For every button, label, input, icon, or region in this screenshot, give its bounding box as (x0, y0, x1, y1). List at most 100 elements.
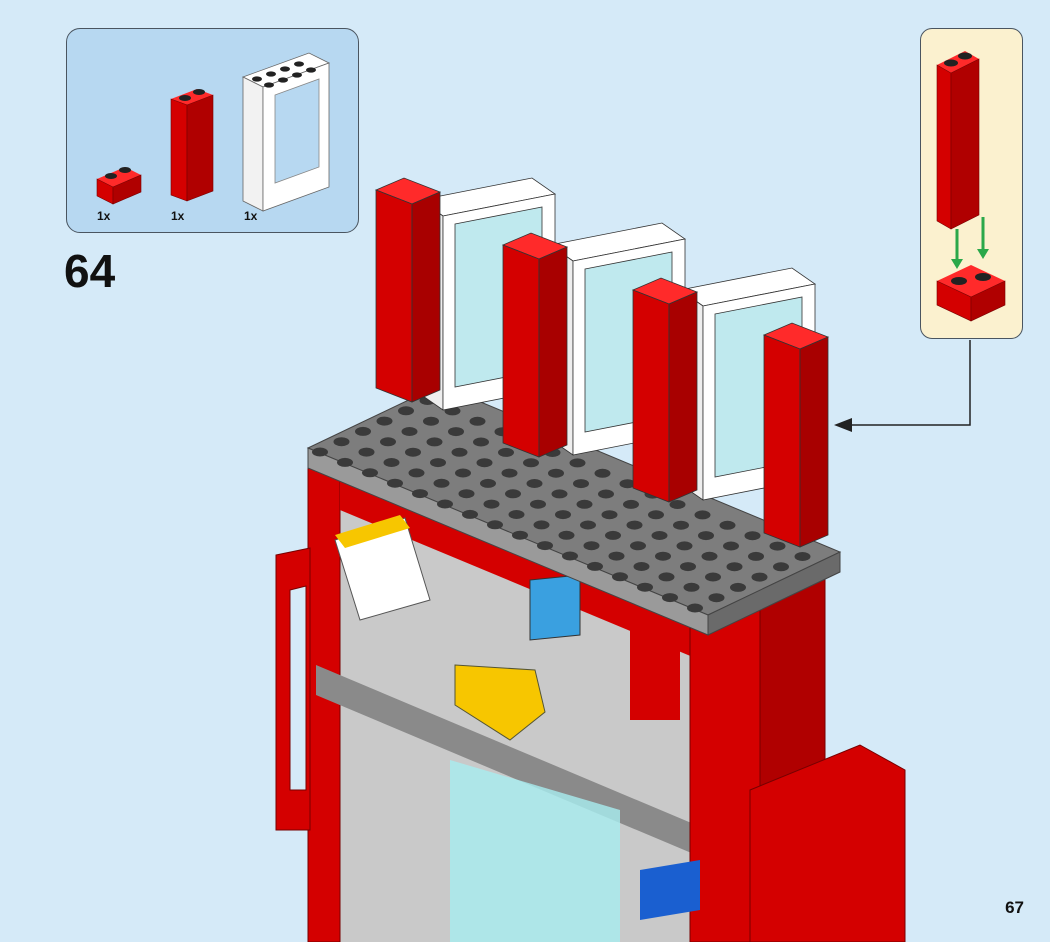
stud (694, 510, 711, 520)
stud (426, 437, 443, 447)
stud (412, 489, 428, 499)
stud (312, 447, 328, 457)
red-brick-1x2-icon (96, 167, 142, 205)
stud (333, 437, 350, 447)
stud (605, 530, 621, 540)
part-quantity: 1x (171, 209, 185, 223)
stud (487, 520, 503, 530)
stud (680, 562, 696, 572)
stud (469, 416, 486, 426)
stud (533, 520, 550, 530)
red-column-side (375, 189, 413, 403)
stud (794, 552, 811, 561)
stud (523, 458, 539, 468)
stud (512, 530, 528, 540)
step-number: 64 (64, 245, 116, 297)
stud (555, 510, 571, 520)
parts-list-box: 1x 1x 1x (66, 28, 359, 233)
stud (601, 510, 618, 520)
stud (558, 530, 575, 540)
stud (598, 489, 614, 499)
stud (573, 479, 589, 489)
stud (337, 457, 353, 467)
stud (562, 551, 578, 561)
red-column-front (411, 191, 441, 403)
stud (455, 468, 471, 478)
stud (458, 489, 475, 499)
stud (594, 468, 611, 478)
stud (612, 572, 628, 582)
stud (773, 562, 789, 572)
stud (548, 468, 564, 478)
stud (683, 582, 700, 592)
stud (708, 593, 725, 603)
green-arrow-icon (951, 217, 989, 269)
callout-pointer-arrow (834, 340, 971, 432)
stud (619, 479, 636, 489)
part-quantity: 1x (244, 209, 258, 223)
page-number: 67 (1005, 898, 1024, 917)
stud (751, 572, 768, 582)
stud (719, 520, 736, 530)
stud (408, 468, 425, 478)
stud (433, 478, 450, 488)
stud (355, 426, 371, 436)
stud (655, 551, 671, 561)
stud (637, 582, 653, 592)
stud (476, 458, 493, 468)
stud (676, 541, 693, 551)
stud (451, 447, 468, 457)
stud (569, 458, 586, 468)
stud (723, 541, 739, 551)
stud (726, 562, 743, 572)
white-window-frame-icon (241, 52, 331, 212)
stud (430, 458, 446, 468)
top-gray-plate (306, 384, 842, 636)
stud (623, 499, 639, 509)
stud (473, 437, 489, 447)
stud (501, 468, 518, 478)
stud (508, 510, 525, 519)
stud (608, 551, 625, 561)
stud (358, 447, 375, 457)
stud (673, 520, 689, 530)
building-lower-body (275, 459, 906, 942)
red-column-side (763, 334, 801, 548)
stud (687, 603, 703, 613)
red-column-side (502, 244, 540, 458)
stud (405, 447, 421, 457)
stud (401, 427, 418, 436)
stud (576, 499, 593, 509)
stud (698, 531, 714, 541)
stud (537, 541, 553, 551)
stud (383, 458, 400, 467)
stud (580, 520, 596, 530)
stud (362, 468, 378, 478)
stud (380, 437, 396, 447)
stud (587, 561, 603, 571)
parts-illustration (96, 52, 331, 212)
sub-assembly-callout (920, 28, 1023, 339)
stud (651, 531, 668, 540)
red-column-side (632, 289, 670, 503)
stud (744, 531, 761, 541)
window-row (374, 177, 830, 548)
sub-assembly-icon (936, 51, 1006, 322)
stud (526, 479, 543, 488)
stud (423, 416, 439, 426)
stud (483, 499, 500, 509)
stud (630, 541, 646, 551)
stud (551, 489, 568, 499)
stud (748, 551, 764, 561)
red-column-front (538, 246, 568, 458)
stud (769, 541, 786, 551)
stud (398, 406, 414, 416)
stud (376, 416, 393, 426)
stud (498, 447, 514, 457)
stud (448, 427, 464, 437)
stud (480, 478, 496, 488)
stud (662, 593, 678, 603)
stud (701, 551, 718, 561)
stud (705, 572, 721, 582)
